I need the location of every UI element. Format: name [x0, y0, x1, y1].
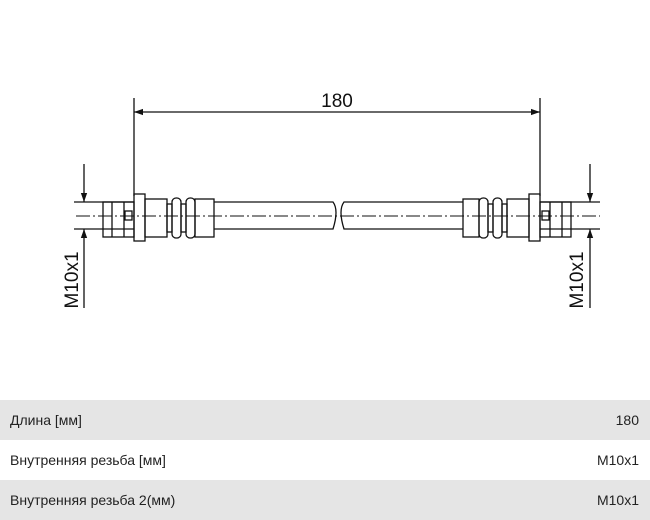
hose-technical-drawing: 180 M10x1 M10x1 — [62, 91, 600, 309]
left-thread-dimension — [74, 164, 134, 308]
right-ring-2 — [478, 197, 489, 239]
right-groove-2 — [487, 203, 494, 233]
left-ring-2 — [185, 197, 196, 239]
hose-tube-right — [340, 201, 463, 230]
spec-table: Длина [мм] 180 Внутренняя резьба [мм] M1… — [0, 400, 650, 520]
right-sleeve — [462, 198, 480, 238]
left-collar — [133, 193, 146, 242]
spec-row-length: Длина [мм] 180 — [0, 400, 650, 440]
right-ring-1 — [492, 197, 503, 239]
hose-body — [214, 201, 463, 230]
left-fitting — [102, 193, 215, 242]
spec-value: 180 — [615, 412, 639, 428]
right-ferrule — [506, 198, 530, 238]
left-ring-1 — [171, 197, 182, 239]
left-groove-2 — [180, 203, 187, 233]
spec-row-inner-thread-2: Внутренняя резьба 2(мм) M10x1 — [0, 480, 650, 520]
right-thread-label: M10x1 — [567, 251, 588, 308]
length-dimension — [133, 98, 541, 196]
left-groove-1 — [166, 203, 173, 233]
right-collar — [528, 193, 541, 242]
left-sleeve — [194, 198, 215, 238]
right-groove-1 — [501, 203, 508, 233]
right-fitting — [462, 193, 572, 242]
hose-tube-left — [214, 201, 337, 230]
left-ferrule — [144, 198, 168, 238]
spec-row-inner-thread: Внутренняя резьба [мм] M10x1 — [0, 440, 650, 480]
spec-label: Внутренняя резьба 2(мм) — [10, 492, 176, 508]
spec-label: Длина [мм] — [10, 412, 82, 428]
spec-value: M10x1 — [596, 452, 639, 468]
spec-value: M10x1 — [596, 492, 639, 508]
length-dimension-label: 180 — [321, 91, 353, 112]
hose-drawing-svg: 180 M10x1 M10x1 — [62, 91, 600, 309]
left-thread-label: M10x1 — [62, 251, 83, 308]
spec-label: Внутренняя резьба [мм] — [10, 452, 166, 468]
